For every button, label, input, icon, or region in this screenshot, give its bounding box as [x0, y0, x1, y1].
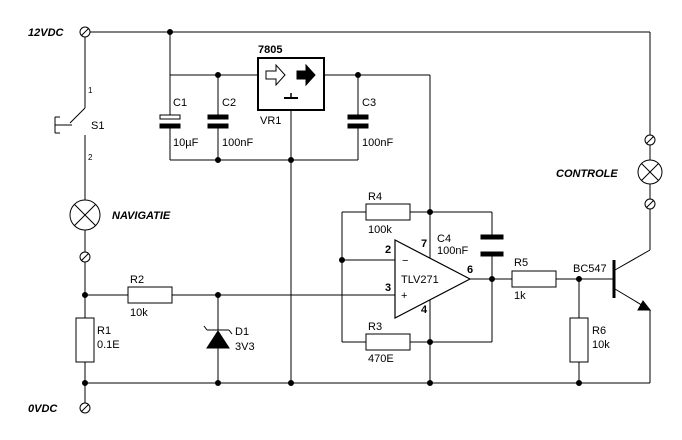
- vr1-ref: VR1: [260, 115, 281, 127]
- resistor-r6: [569, 279, 589, 383]
- opamp-pin7: 7: [421, 238, 427, 250]
- resistor-r2: [85, 286, 395, 304]
- s1-ref: S1: [91, 120, 104, 132]
- opamp-plus: +: [401, 290, 407, 302]
- r4-ref: R4: [368, 191, 382, 203]
- resistor-r3: [365, 333, 411, 351]
- r5-ref: R5: [514, 257, 528, 269]
- controle-label: CONTROLE: [556, 168, 618, 180]
- opamp-part: TLV271: [401, 274, 439, 286]
- resistor-r1: [75, 317, 95, 383]
- ground-label: 0VDC: [28, 403, 58, 415]
- ground-rail: [79, 382, 650, 414]
- supply-label: 12VDC: [28, 27, 65, 39]
- r1-ref: R1: [97, 325, 111, 337]
- c3-ref: C3: [362, 97, 376, 109]
- opamp-pin4: 4: [421, 304, 428, 316]
- c4-value: 100nF: [437, 245, 468, 257]
- capacitor-c2: [207, 75, 229, 160]
- supply-terminal-icon: [79, 26, 91, 38]
- junction-dots: [82, 29, 582, 386]
- q1-part: BC547: [573, 263, 607, 275]
- switch-s1: [54, 37, 86, 200]
- r4-value: 100k: [368, 224, 392, 236]
- r2-ref: R2: [130, 274, 144, 286]
- d1-ref: D1: [235, 326, 249, 338]
- r3-ref: R3: [368, 321, 382, 333]
- d1-value: 3V3: [235, 341, 255, 353]
- supply-rail: [79, 26, 651, 135]
- ground-terminal-icon: [79, 402, 91, 414]
- opamp-pin2: 2: [385, 244, 391, 256]
- navigatie-label: NAVIGATIE: [112, 210, 171, 222]
- opamp-minus: −: [402, 255, 408, 267]
- s1-pin1: 1: [88, 86, 93, 95]
- regulator-vr1: [257, 57, 325, 383]
- capacitor-c3: [347, 75, 369, 160]
- resistor-r4: [365, 203, 411, 221]
- vr1-part: 7805: [258, 44, 282, 56]
- opamp-pin3: 3: [385, 282, 391, 294]
- r5-value: 1k: [514, 290, 526, 302]
- c1-value: 10µF: [173, 137, 199, 149]
- c2-ref: C2: [222, 97, 236, 109]
- lamp-navigatie-icon: [69, 199, 101, 318]
- r6-value: 10k: [592, 339, 610, 351]
- r1-value: 0.1E: [97, 339, 120, 351]
- transistor-q1-icon: [612, 209, 652, 383]
- capacitor-c1: [159, 75, 181, 160]
- r2-value: 10k: [130, 307, 148, 319]
- c1-ref: C1: [173, 97, 187, 109]
- r3-value: 470E: [368, 353, 394, 365]
- c2-value: 100nF: [222, 137, 253, 149]
- c3-value: 100nF: [362, 137, 393, 149]
- c4-ref: C4: [437, 233, 451, 245]
- zener-d1-icon: [203, 295, 233, 383]
- s1-pin2: 2: [88, 153, 93, 162]
- r6-ref: R6: [592, 325, 606, 337]
- lamp-controle-icon: [637, 134, 663, 210]
- capacitor-c4: [480, 234, 504, 257]
- opamp-pin6: 6: [467, 264, 473, 276]
